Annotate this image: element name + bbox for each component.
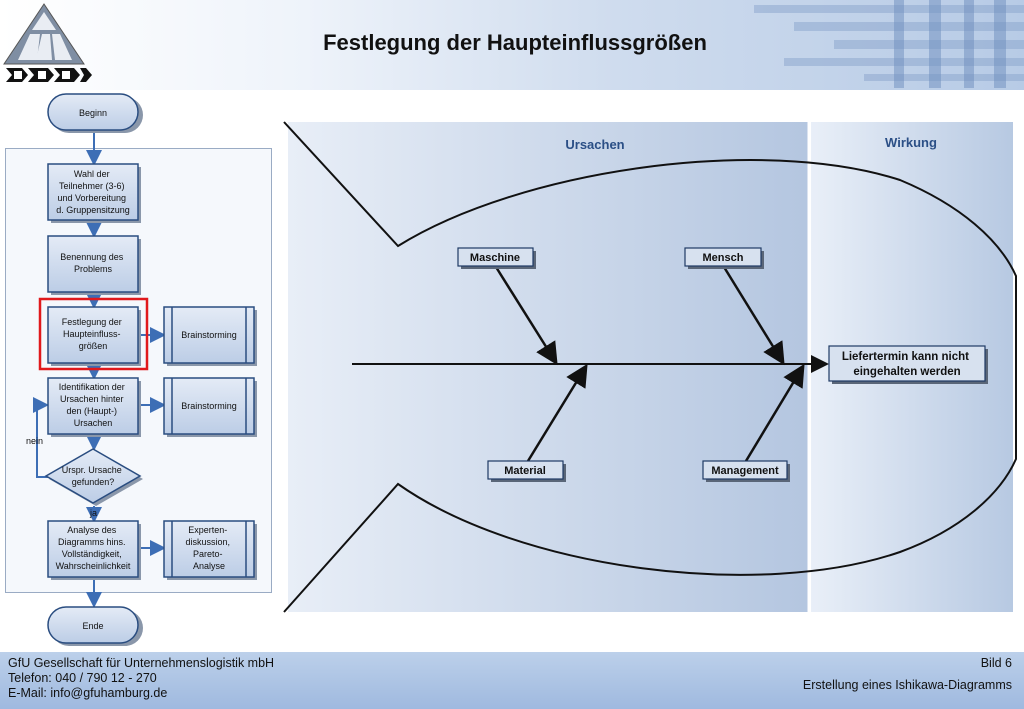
flow-start-label: Beginn xyxy=(79,108,107,118)
flow-step-5-line-4: Wahrscheinlichkeit xyxy=(56,561,131,571)
flow-step-4-line-1: Identifikation der xyxy=(59,382,125,392)
flow-step-problem: Benennung des Problems xyxy=(47,235,141,295)
flow-step-identify-causes: Identifikation der Ursachen hinter den (… xyxy=(47,377,141,437)
flow-step-3-line-1: Festlegung der xyxy=(62,317,122,327)
flow-decision-line-2: gefunden? xyxy=(72,477,115,487)
flow-step-5-line-2: Diagramms hins. xyxy=(58,537,126,547)
effect-line-2: eingehalten werden xyxy=(853,366,960,378)
side-box-1-label: Brainstorming xyxy=(181,330,237,340)
flow-step-1-line-3: und Vorbereitung xyxy=(57,193,126,203)
flow-step-analysis: Analyse des Diagramms hins. Vollständigk… xyxy=(47,520,141,580)
category-material-label: Material xyxy=(504,465,546,477)
category-mensch: Mensch xyxy=(684,247,764,269)
svg-text:Festlegung der Haupteinf: Festlegung der Haupteinfluss- größen xyxy=(62,317,125,351)
side-box-brainstorming-1: Brainstorming xyxy=(163,306,257,366)
current-step-highlight xyxy=(38,297,149,371)
flow-step-1-line-2: Teilnehmer (3-6) xyxy=(59,181,125,191)
category-mensch-label: Mensch xyxy=(703,252,744,264)
svg-text:Identifikation der Ursac: Identifikation der Ursachen hinter den (… xyxy=(59,382,128,428)
flow-start: Beginn xyxy=(47,93,143,133)
side-box-3-line-1: Experten- xyxy=(188,525,227,535)
category-maschine: Maschine xyxy=(457,247,536,269)
flow-step-2-line-1: Benennung des xyxy=(60,252,124,262)
flow-step-3-line-2: Haupteinfluss- xyxy=(63,329,121,339)
page-title: Festlegung der Haupteinflussgrößen xyxy=(323,30,707,55)
side-box-brainstorming-2: Brainstorming xyxy=(163,377,257,437)
flow-step-5-line-3: Vollständigkeit, xyxy=(62,549,122,559)
svg-text:Urspr. Ursache gefunden?: Urspr. Ursache gefunden? xyxy=(62,465,125,487)
footer-bar: GfU Gesellschaft für Unternehmenslogisti… xyxy=(0,652,1024,709)
footer-subtitle: Erstellung eines Ishikawa-Diagramms xyxy=(802,678,1012,692)
flow-step-participants: Wahl der Teilnehmer (3-6) und Vorbereitu… xyxy=(47,163,141,223)
category-management: Management xyxy=(702,460,790,482)
flow-step-4-line-4: Ursachen xyxy=(74,418,113,428)
flow-decision-line-1: Urspr. Ursache xyxy=(62,465,122,475)
svg-text:Liefertermin kann nicht: Liefertermin kann nicht eingehalten werd… xyxy=(842,351,972,378)
flow-step-4-line-3: den (Haupt-) xyxy=(66,406,117,416)
effect-header: Wirkung xyxy=(885,135,937,150)
svg-text:Experten- diskussion,: Experten- diskussion, Pareto- Analyse xyxy=(185,525,232,571)
side-box-3-line-2: diskussion, xyxy=(185,537,230,547)
flow-decision: Urspr. Ursache gefunden? xyxy=(44,448,143,506)
causes-panel xyxy=(288,122,808,612)
header-banner: Festlegung der Haupteinflussgrößen xyxy=(0,0,1024,90)
flow-end: Ende xyxy=(47,606,143,646)
flowchart-connectors xyxy=(33,130,166,608)
fishbone-diagram: Ursachen Wirkung Maschine Mensch Materi xyxy=(283,121,1017,613)
flow-step-1-line-1: Wahl der xyxy=(74,169,110,179)
category-maschine-label: Maschine xyxy=(470,252,520,264)
causes-header: Ursachen xyxy=(565,137,624,152)
flow-step-4-line-2: Ursachen hinter xyxy=(60,394,124,404)
fish-outline xyxy=(283,121,1017,613)
flow-step-3-line-3: größen xyxy=(79,341,108,351)
effect-line-1: Liefertermin kann nicht xyxy=(842,351,969,363)
side-box-3-line-3: Pareto- xyxy=(193,549,223,559)
side-box-expert-discussion: Experten- diskussion, Pareto- Analyse xyxy=(163,520,257,580)
svg-text:Benennung des Problems: Benennung des Problems xyxy=(60,252,126,274)
flow-step-5-line-1: Analyse des xyxy=(67,525,117,535)
fish-bones xyxy=(494,266,805,462)
footer-email: E-Mail: info@gfuhamburg.de xyxy=(8,686,168,700)
flow-step-main-factors: Festlegung der Haupteinfluss- größen xyxy=(38,297,149,371)
flow-step-1-line-4: d. Gruppensitzung xyxy=(56,205,130,215)
effect-box: Liefertermin kann nicht eingehalten werd… xyxy=(828,345,988,384)
flow-step-2-line-2: Problems xyxy=(74,264,113,274)
category-material: Material xyxy=(487,460,566,482)
header-grid-decoration xyxy=(754,0,1024,88)
side-box-3-line-4: Analyse xyxy=(193,561,225,571)
flow-yes-label: ja xyxy=(89,508,97,518)
svg-text:Wahl der Teilnehmer (3-6: Wahl der Teilnehmer (3-6) und Vorbereitu… xyxy=(56,169,130,215)
footer-company: GfU Gesellschaft für Unternehmenslogisti… xyxy=(8,656,275,670)
side-box-2-label: Brainstorming xyxy=(181,401,237,411)
category-management-label: Management xyxy=(711,465,779,477)
footer-slide-number: Bild 6 xyxy=(980,656,1012,670)
svg-text:Analyse des Diagramms hi: Analyse des Diagramms hins. Vollständigk… xyxy=(56,525,131,571)
company-logo xyxy=(3,3,92,82)
footer-phone: Telefon: 040 / 790 12 - 270 xyxy=(8,671,157,685)
flow-end-label: Ende xyxy=(82,621,103,631)
flow-no-label: nein xyxy=(26,436,43,446)
